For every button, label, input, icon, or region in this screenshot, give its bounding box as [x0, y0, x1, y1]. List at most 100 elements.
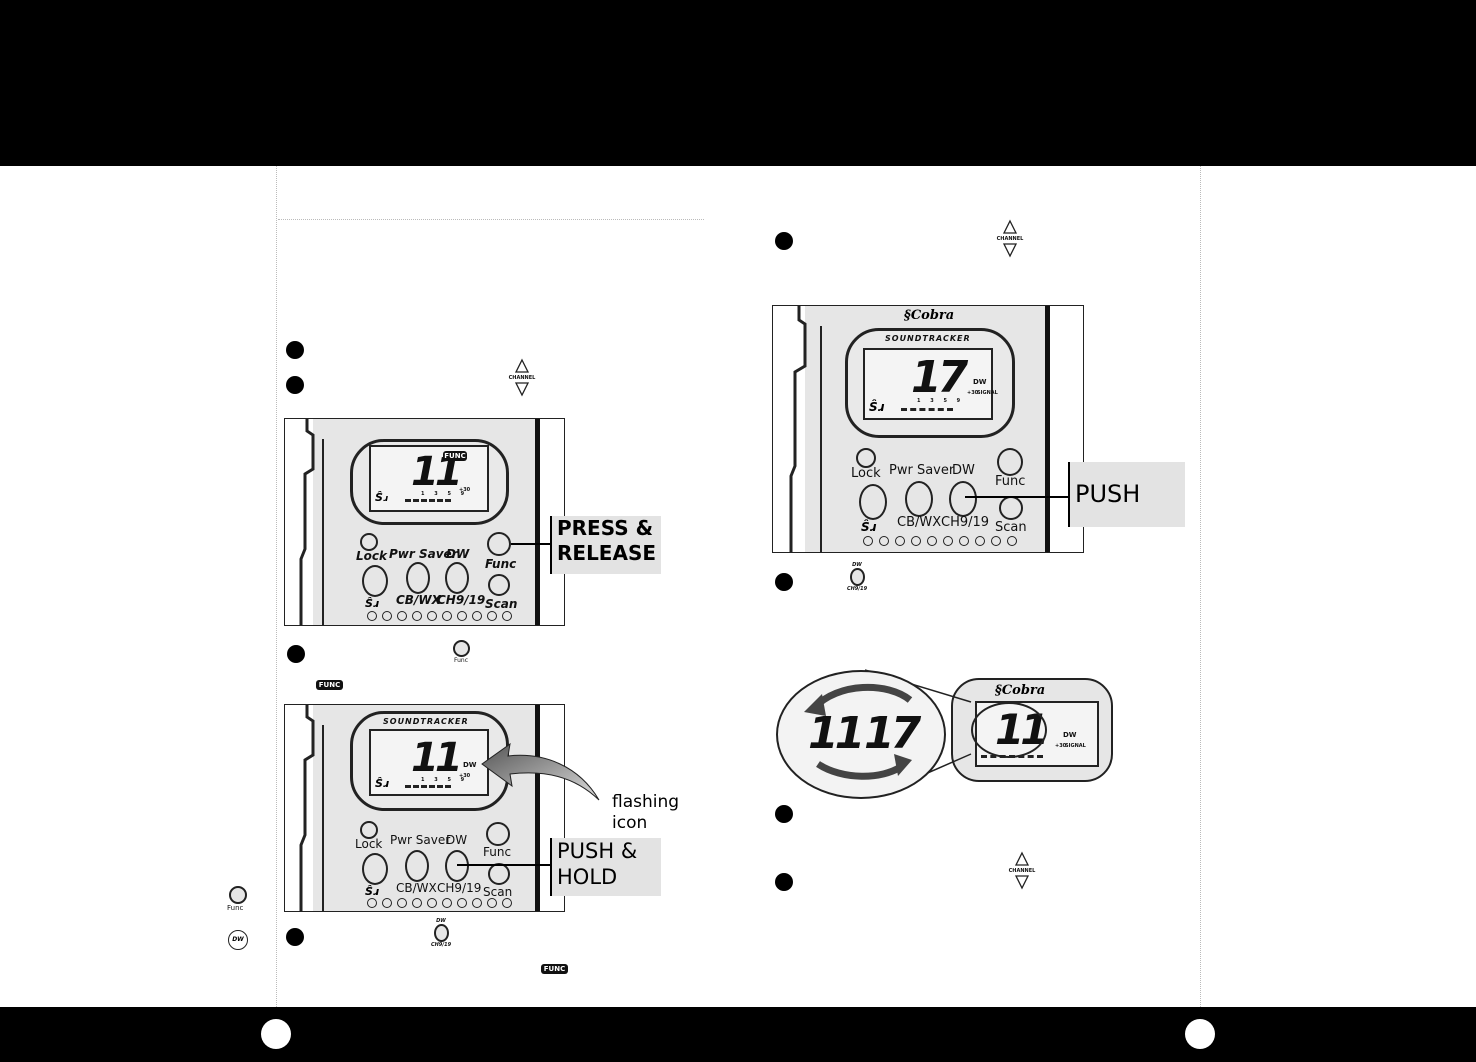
step-bullet-3 [287, 645, 305, 663]
signal-meter [405, 785, 451, 788]
signal-scale: 1 3 5 9 [917, 398, 965, 404]
radio-panel-press-func: 11 FUNC +30 1 3 5 9 Ŝɹ Lock Pwr Saver DW… [284, 418, 565, 626]
dw-lcd-icon: DW [973, 378, 987, 386]
flashing-arrow-icon [481, 742, 600, 801]
func-label: Func [995, 474, 1026, 489]
section-rule [278, 219, 704, 220]
signal-label: SIGNAL [1065, 743, 1086, 749]
pwr-saver-button[interactable] [905, 481, 933, 517]
radio-panel-push-hold: SOUNDTRACKER 11 DW +30 1 3 5 9 Ŝɹ Lock P… [284, 704, 565, 912]
right-column-divider [1200, 166, 1201, 1007]
channel-number: 17 [911, 352, 968, 403]
lock-button[interactable] [360, 533, 378, 551]
pwr-saver-button[interactable] [405, 850, 429, 882]
ch919-label: CH9/19 [941, 515, 990, 530]
dw-button-icon: DW CH9/19 [430, 918, 452, 948]
radio-side-contour [789, 306, 822, 552]
left-column-divider [276, 166, 277, 1007]
top-black-band [0, 0, 1476, 166]
dw-lcd-icon: DW [463, 761, 477, 769]
scan-label: Scan [483, 885, 513, 899]
callout-leader [965, 496, 1083, 498]
step-bullet-7 [775, 805, 793, 823]
zoom-source-ring [971, 702, 1047, 758]
signal-meter [405, 499, 451, 502]
signal-scale: 1 3 5 9 [421, 777, 469, 783]
scan-button[interactable] [488, 863, 510, 885]
channel-updown-icon: CHANNEL [507, 358, 537, 401]
signal-plus30: +30 [459, 487, 471, 493]
func-indicator-icon: FUNC [443, 451, 467, 461]
cbwx-button[interactable] [362, 565, 388, 597]
channel-number-to: 17 [864, 708, 921, 759]
pwr-saver-label: Pwr Saver [390, 833, 451, 847]
cobra-logo: §Cobra [995, 683, 1046, 698]
cbwx-button[interactable] [362, 853, 388, 885]
lock-label: Lock [355, 837, 383, 851]
dw-button[interactable] [949, 481, 977, 517]
step-bullet-8 [775, 873, 793, 891]
bottom-black-band [0, 1007, 1476, 1062]
speaker-grille [367, 898, 512, 908]
dw-button-icon: DW CH9/19 [846, 562, 868, 592]
pwr-saver-label: Pwr Saver [889, 463, 955, 478]
dw-label: DW [952, 463, 975, 478]
callout-leader [457, 864, 563, 866]
scan-label: Scan [485, 597, 518, 611]
channel-updown-icon: CHANNEL [995, 219, 1025, 262]
dw-button[interactable] [445, 562, 469, 594]
func-indicator-icon: FUNC [316, 680, 343, 690]
radio-side-contour [299, 705, 324, 911]
margin-dw-button-icon: DW [228, 930, 248, 950]
signal-plus30: +30 [1055, 743, 1067, 749]
speaker-grille [367, 611, 512, 621]
func-button[interactable] [486, 822, 510, 846]
pwr-saver-button[interactable] [406, 562, 430, 594]
func-button-icon: Func [450, 640, 472, 664]
callout-leader [511, 543, 563, 545]
radio-panel-push-dw: §Cobra SOUNDTRACKER 17 DW +30 SIGNAL 1 3… [772, 305, 1084, 553]
cbwx-label: CB/WX [897, 515, 942, 530]
channel-number-from: 11 [808, 708, 865, 759]
radio-side-contour [299, 419, 324, 625]
dw-label: DW [446, 547, 470, 561]
lock-button[interactable] [360, 821, 378, 839]
dw-label: DW [446, 833, 468, 847]
ch919-label: CH9/19 [437, 881, 482, 895]
step-bullet-1 [286, 341, 304, 359]
cbwx-label: CB/WX [396, 593, 441, 607]
func-button[interactable] [487, 532, 511, 556]
soundtracker-st-icon: Ŝɹ [375, 777, 389, 790]
soundtracker-st-icon: Ŝɹ [869, 400, 885, 414]
push-hold-callout: PUSH & HOLD [550, 838, 661, 896]
signal-plus30: +30 [967, 390, 979, 396]
scan-button[interactable] [488, 574, 510, 596]
flashing-icon-label: flashing icon [612, 792, 680, 833]
func-label: Func [483, 845, 512, 859]
zoom-magnifier: 11 17 [776, 670, 946, 799]
soundtracker-logo: SOUNDTRACKER [885, 334, 971, 343]
soundtracker-st-icon: Ŝɹ [365, 597, 379, 610]
page-marker-right [1185, 1019, 1215, 1049]
func-label: Func [485, 557, 517, 571]
speaker-grille [863, 536, 1017, 546]
step-bullet-4 [286, 928, 304, 946]
func-button[interactable] [997, 448, 1023, 476]
lock-label: Lock [851, 466, 881, 481]
step-bullet-6 [775, 573, 793, 591]
ch919-label: CH9/19 [437, 593, 486, 607]
lock-label: Lock [356, 549, 387, 563]
scan-label: Scan [995, 520, 1027, 535]
lcd-screen: 17 DW +30 SIGNAL 1 3 5 9 Ŝɹ [863, 348, 998, 420]
soundtracker-st-icon: Ŝɹ [375, 491, 388, 504]
press-release-callout: PRESS & RELEASE [550, 516, 661, 574]
scan-button[interactable] [999, 496, 1023, 520]
lock-button[interactable] [856, 448, 876, 468]
page-marker-left [261, 1019, 291, 1049]
dw-lcd-icon: DW [1063, 731, 1077, 739]
step-bullet-2 [286, 376, 304, 394]
dw-button[interactable] [445, 850, 469, 882]
cbwx-button[interactable] [859, 484, 887, 520]
channel-number: 11 [411, 735, 463, 781]
signal-meter [901, 408, 953, 411]
